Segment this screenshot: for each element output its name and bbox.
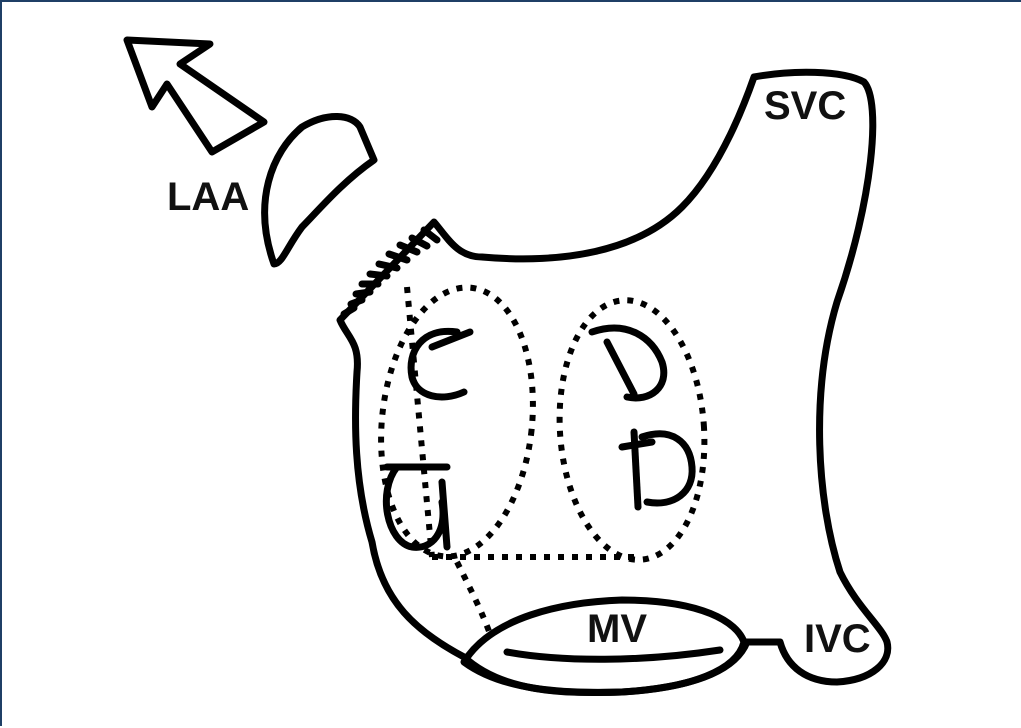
direction-arrow (127, 40, 264, 152)
left-superior-pv (411, 331, 470, 397)
mv-label: MV (587, 607, 647, 651)
roof-to-ridge-line (407, 287, 432, 557)
right-superior-pv (592, 328, 664, 398)
mitral-isthmus-line (457, 562, 490, 634)
laa-shape (265, 116, 374, 264)
left-pv-isolation-line (368, 280, 545, 564)
svc-label: SVC (764, 84, 846, 128)
laa-label: LAA (167, 175, 249, 219)
mitral-valve-leaflet-line (507, 650, 720, 659)
ivc-label: IVC (804, 617, 871, 661)
right-inferior-pv (622, 432, 692, 507)
